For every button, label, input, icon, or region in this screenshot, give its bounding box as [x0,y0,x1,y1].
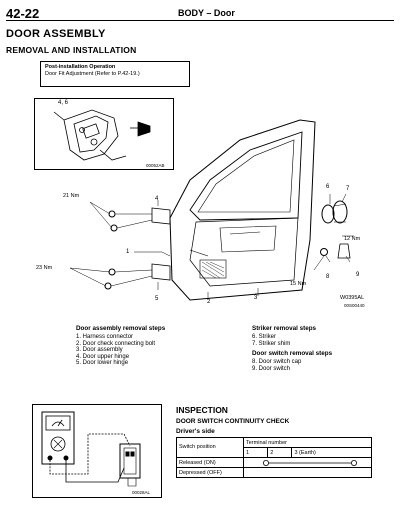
terminal-1: 1 [242,447,269,458]
post-installation-heading: Post-installation Operation [45,64,116,70]
hinge-detail-figure [34,98,174,170]
door-window [197,139,295,213]
continuity-line [262,460,358,466]
figure-code: W0395AL [340,295,365,301]
post-installation-item: Door Fit Adjustment (Refer to P.42-19.) [45,71,140,77]
door-switch [119,443,141,479]
door-removal-steps: 1. Harness connector 2. Door check conne… [76,334,155,367]
callout-5: 5 [155,296,159,302]
row-label-released: Released (ON) [176,457,244,468]
header-rule [6,20,394,21]
door-removal-step: 2. Door check connecting bolt [76,340,156,347]
striker-removal-steps: 6. Striker 7. Striker shim [252,334,290,347]
striker-removal-heading: Striker removal steps [252,325,317,332]
continuity-cell-depressed [243,467,372,478]
hinge-figure-code: 00052AB [146,163,165,168]
door-removal-step: 4. Door upper hinge [76,353,130,360]
torque-left-top: 21 Nm [63,193,80,199]
torque-right: 12 Nm [344,236,361,242]
door-outline [169,119,316,301]
terminal-3: 3 (Earth) [291,447,372,458]
switch-removal-step: 8. Door switch cap [252,359,302,365]
row-label-depressed: Depressed (OFF) [176,467,244,478]
callout-2: 2 [207,299,211,305]
striker-removal-step: 6. Striker [252,334,277,340]
page-number: 42-22 [6,6,40,21]
door-removal-step: 1. Harness connector [76,334,134,340]
table-row: Released (ON) [176,457,372,468]
callout-8: 8 [326,274,330,280]
switch-position-header: Switch position [176,437,244,458]
terminal-number-header: Terminal number [243,437,372,448]
switch-removal-step: 9. Door switch [252,365,291,372]
torque-bottom: 15 Nm [290,281,307,287]
callout-9: 9 [356,272,360,278]
inspection-title: INSPECTION [176,405,228,415]
door-assembly-diagram [69,119,354,301]
table-header-row: Switch position Terminal number [176,437,372,458]
meter-figure-code: 00028AL [132,490,151,495]
switch-removal-heading: Door switch removal steps [252,350,333,357]
section-title: BODY – Door [178,8,235,18]
door-removal-heading: Door assembly removal steps [76,325,166,332]
striker-removal-step: 7. Striker shim [252,340,291,347]
hinge-callout: 4, 6 [58,100,69,106]
post-installation-box: Post-installation Operation Door Fit Adj… [40,61,190,87]
side-label: Driver's side [176,428,215,435]
callout-3: 3 [254,295,258,301]
callout-4: 4 [155,196,159,202]
continuity-table: Switch position Terminal number 1 2 3 (E… [176,437,372,478]
callout-1: 1 [126,249,130,255]
meter-body [41,411,75,465]
page-title: DOOR ASSEMBLY [6,28,106,40]
callout-6: 6 [326,184,330,190]
page-subtitle: REMOVAL AND INSTALLATION [6,45,137,55]
continuity-cell-released [243,457,372,468]
callout-7: 7 [346,186,350,192]
check-title: DOOR SWITCH CONTINUITY CHECK [176,418,290,425]
door-removal-step: 5. Door lower hinge [76,360,129,366]
door-removal-step: 3. Door assembly [76,347,123,353]
table-row: Depressed (OFF) [176,467,372,478]
figure-subcode: 00S00440 [344,303,365,308]
terminal-2: 2 [267,447,293,458]
torque-left-bottom: 23 Nm [36,265,53,271]
multimeter-figure [32,404,162,498]
switch-removal-steps: 8. Door switch cap 9. Door switch [252,359,301,372]
